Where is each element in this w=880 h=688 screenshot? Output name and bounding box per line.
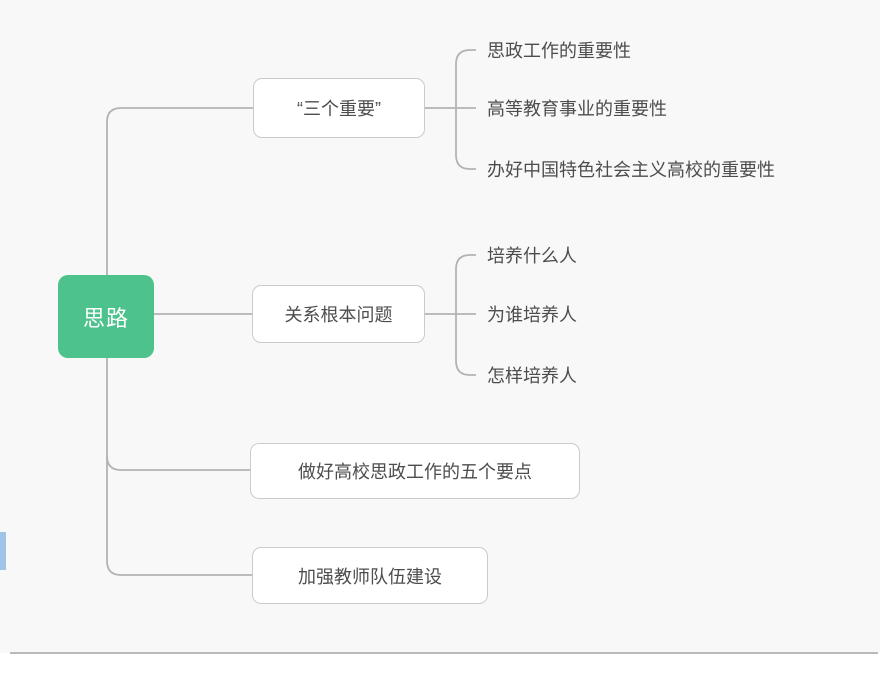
leaf-node[interactable]: 培养什么人: [487, 242, 577, 268]
branch-node-label: 关系根本问题: [284, 305, 393, 325]
branch-node-label: “三个重要”: [297, 99, 381, 119]
canvas-bottom-divider: [10, 652, 878, 654]
branch-node-label: 加强教师队伍建设: [298, 566, 442, 587]
leaf-node-label: 为谁培养人: [487, 305, 577, 325]
left-scrollbar-thumb[interactable]: [0, 532, 6, 570]
connector-lines: [106, 49, 476, 576]
root-node-label: 思路: [82, 305, 129, 331]
connector-branch1-leaf1: [455, 49, 476, 108]
branch-node-three-importants[interactable]: “三个重要”: [253, 78, 425, 138]
branch-node-teacher-team[interactable]: 加强教师队伍建设: [252, 547, 488, 604]
connector-branch1-leaf3: [455, 108, 476, 170]
leaf-node[interactable]: 为谁培养人: [487, 301, 577, 327]
branch-node-five-key-points[interactable]: 做好高校思政工作的五个要点: [250, 443, 580, 499]
connector-branch2-leaf1: [455, 254, 476, 314]
leaf-node-label: 办好中国特色社会主义高校的重要性: [487, 160, 775, 180]
mindmap-canvas[interactable]: 思路 “三个重要” 关系根本问题 做好高校思政工作的五个要点 加强教师队伍建设 …: [0, 0, 880, 653]
leaf-node[interactable]: 高等教育事业的重要性: [487, 95, 667, 121]
connector-root-branch1: [106, 107, 253, 275]
root-node[interactable]: 思路: [58, 275, 154, 358]
connector-branch2-leaf3: [455, 314, 476, 376]
leaf-node-label: 培养什么人: [487, 246, 577, 266]
leaf-node-label: 怎样培养人: [487, 366, 577, 386]
connector-root-branch4: [106, 358, 252, 576]
leaf-node[interactable]: 怎样培养人: [487, 362, 577, 388]
leaf-node-label: 高等教育事业的重要性: [487, 99, 667, 119]
leaf-node-label: 思政工作的重要性: [487, 41, 631, 61]
branch-node-fundamental-question[interactable]: 关系根本问题: [252, 285, 425, 343]
branch-node-label: 做好高校思政工作的五个要点: [298, 462, 532, 482]
leaf-node[interactable]: 思政工作的重要性: [487, 37, 631, 63]
connector-root-branch3: [106, 455, 250, 471]
leaf-node[interactable]: 办好中国特色社会主义高校的重要性: [487, 156, 775, 182]
